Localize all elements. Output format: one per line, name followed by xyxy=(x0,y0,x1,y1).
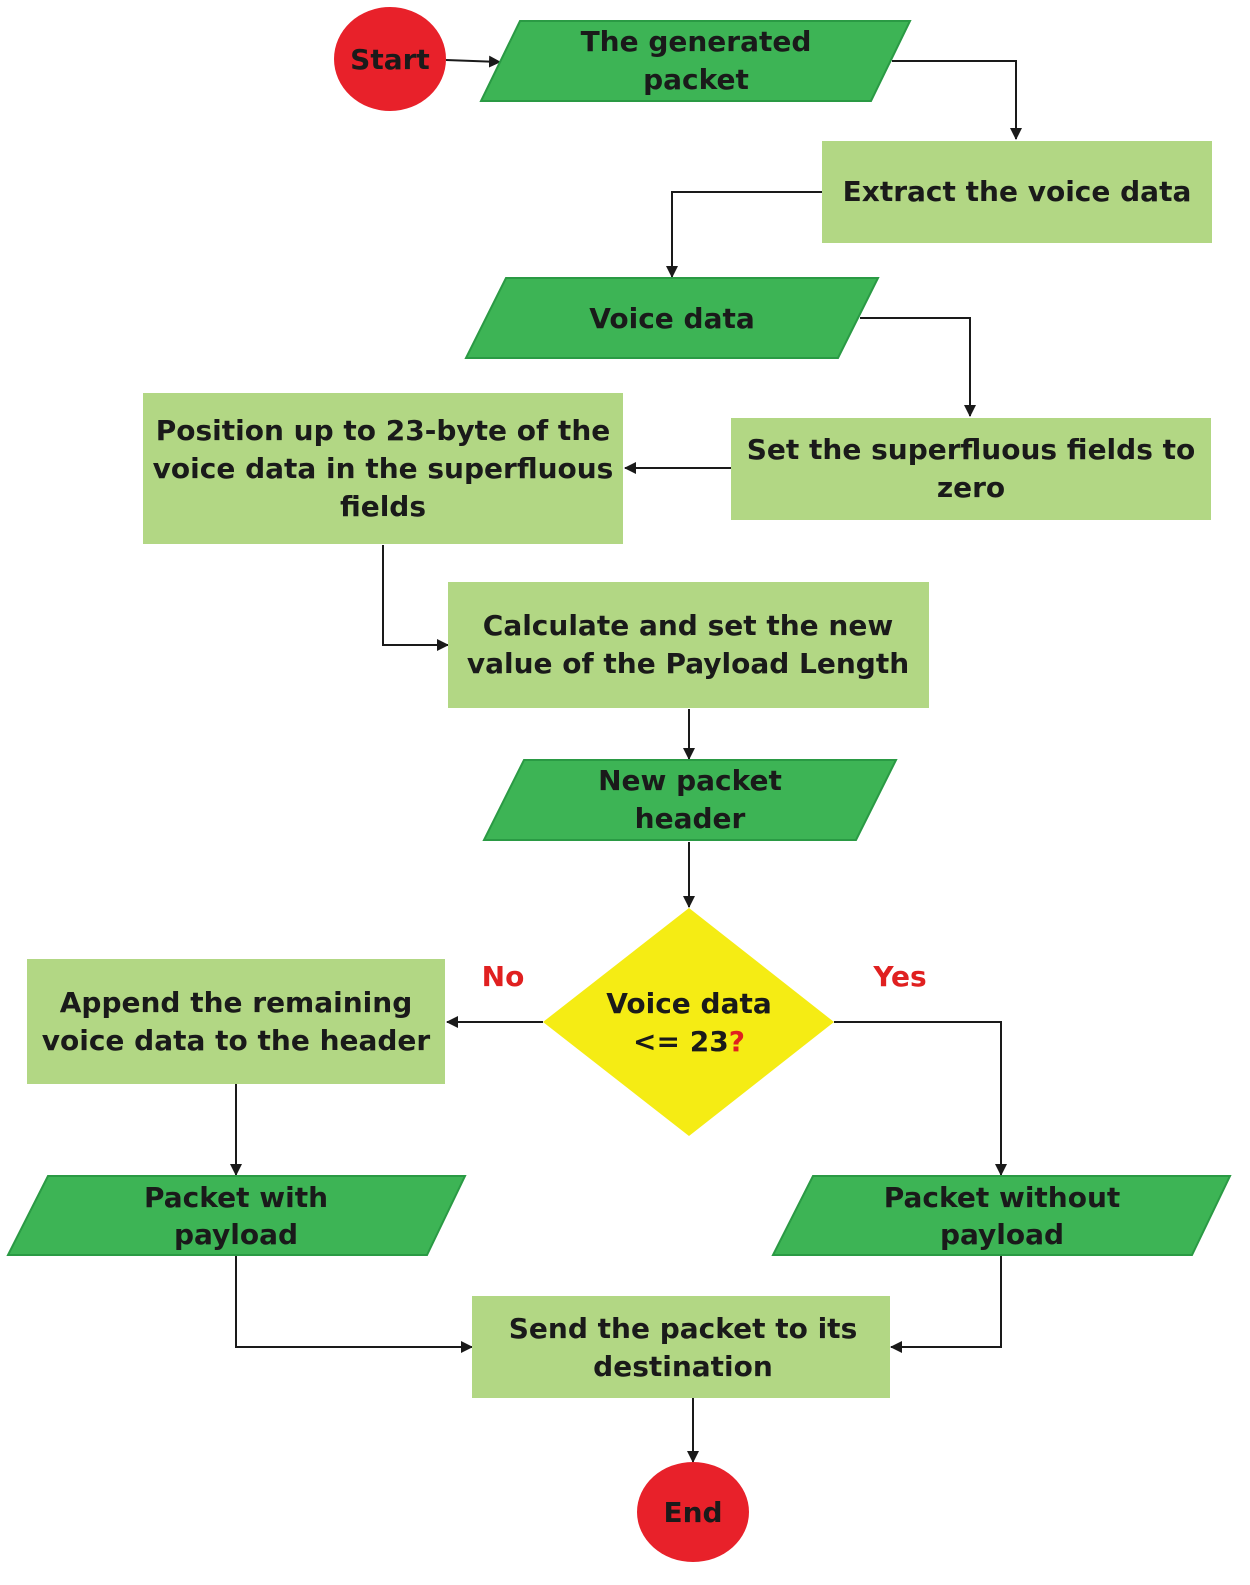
extract-label: Extract the voice data xyxy=(843,175,1192,208)
with-payload-line1: Packet with xyxy=(144,1181,328,1214)
no-label: No xyxy=(482,960,525,993)
set-zero-line2: zero xyxy=(937,471,1005,504)
voice-data-label: Voice data xyxy=(589,302,755,335)
generated-packet-node: The generated packet xyxy=(479,20,912,102)
edges xyxy=(230,55,1022,1463)
calculate-line1: Calculate and set the new xyxy=(483,609,893,642)
send-shape xyxy=(472,1296,890,1398)
calculate-shape xyxy=(448,582,929,708)
append-node: Append the remaining voice data to the h… xyxy=(27,959,445,1084)
position-node: Position up to 23-byte of the voice data… xyxy=(143,393,623,544)
extract-shape xyxy=(822,141,1212,243)
append-line2: voice data to the header xyxy=(42,1024,431,1057)
yes-label: Yes xyxy=(872,960,926,993)
decision-line1: Voice data xyxy=(606,987,772,1020)
start-shape xyxy=(334,7,446,111)
generated-packet-line2: packet xyxy=(643,63,749,96)
calculate-node: Calculate and set the new value of the P… xyxy=(448,582,929,708)
set-zero-shape xyxy=(731,418,1211,520)
with-payload-node: Packet with payload xyxy=(6,1175,467,1256)
calculate-line2: value of the Payload Length xyxy=(467,647,909,680)
edge-decision-to-without-payload xyxy=(834,1021,1007,1176)
set-zero-line1: Set the superfluous fields to xyxy=(747,433,1195,466)
generated-packet-shape xyxy=(479,20,912,102)
edge-start-to-generated xyxy=(445,55,501,68)
decision-question-mark: ? xyxy=(729,1025,745,1058)
edge-generated-to-extract xyxy=(892,60,1022,140)
append-shape xyxy=(27,959,445,1084)
extract-node: Extract the voice data xyxy=(822,141,1212,243)
position-shape xyxy=(143,393,623,544)
edge-without-payload-to-send xyxy=(890,1256,1002,1353)
start-label: Start xyxy=(350,43,430,76)
new-header-node: New packet header xyxy=(482,759,898,841)
set-zero-node: Set the superfluous fields to zero xyxy=(731,418,1211,520)
send-line2: destination xyxy=(593,1350,773,1383)
without-payload-line1: Packet without xyxy=(884,1181,1121,1214)
position-line1: Position up to 23-byte of the xyxy=(156,414,611,447)
send-node: Send the packet to its destination xyxy=(472,1296,890,1398)
end-node: End xyxy=(637,1462,749,1562)
end-shape xyxy=(637,1462,749,1562)
with-payload-line2: payload xyxy=(174,1218,298,1251)
edge-position-to-calculate xyxy=(382,545,449,651)
end-label: End xyxy=(663,1496,722,1529)
voice-data-node: Voice data xyxy=(464,277,880,359)
new-header-line2: header xyxy=(635,802,746,835)
decision-shape xyxy=(543,908,834,1136)
decision-condition: <= 23 xyxy=(633,1025,729,1058)
edge-with-payload-to-send xyxy=(235,1256,473,1353)
voice-data-shape xyxy=(464,277,880,359)
without-payload-node: Packet without payload xyxy=(771,1175,1232,1256)
position-line2: voice data in the superfluous xyxy=(153,452,614,485)
decision-line2: <= 23? xyxy=(633,1025,745,1058)
without-payload-line2: payload xyxy=(940,1218,1064,1251)
without-payload-shape xyxy=(771,1175,1232,1256)
send-line1: Send the packet to its xyxy=(509,1312,857,1345)
append-line1: Append the remaining xyxy=(60,986,413,1019)
start-node: Start xyxy=(334,7,446,111)
generated-packet-line1: The generated xyxy=(581,25,812,58)
position-line3: fields xyxy=(340,490,426,523)
with-payload-shape xyxy=(6,1175,467,1256)
new-header-line1: New packet xyxy=(598,764,782,797)
new-header-shape xyxy=(482,759,898,841)
edge-voice-data-to-set-zero xyxy=(860,317,976,417)
decision-node: Voice data <= 23? xyxy=(543,908,834,1136)
edge-extract-to-voice-data xyxy=(666,191,822,278)
